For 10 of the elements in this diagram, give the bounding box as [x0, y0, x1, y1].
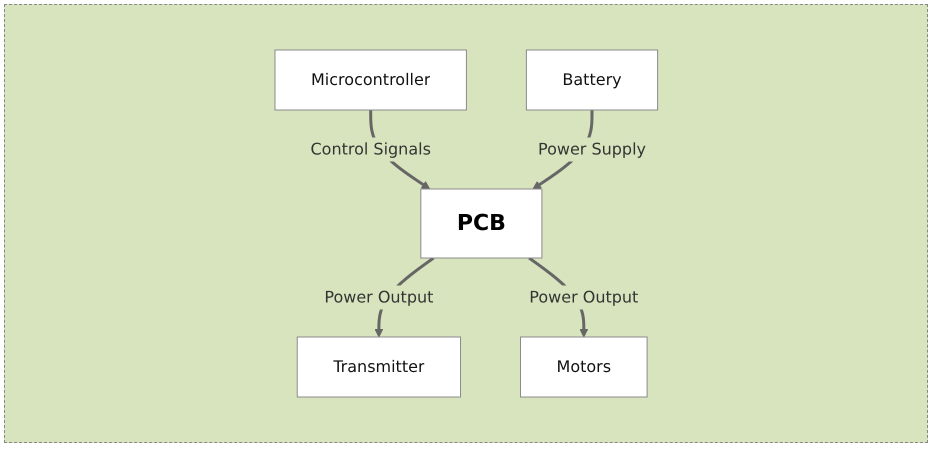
edge-label: Control Signals [310, 140, 431, 158]
node-box [296, 336, 461, 398]
node-box [420, 188, 542, 258]
diagram-background: Control Signals Power Supply Power Output Power Output Microcontroller PCB Battery Transmitter Motors [4, 4, 928, 443]
edge-label: Power Output [528, 288, 638, 306]
edge-label: Power Output [324, 288, 434, 306]
node-box [520, 336, 648, 398]
node-box [274, 50, 467, 110]
edge-label: Power Supply [538, 140, 646, 158]
node-box [526, 50, 658, 110]
